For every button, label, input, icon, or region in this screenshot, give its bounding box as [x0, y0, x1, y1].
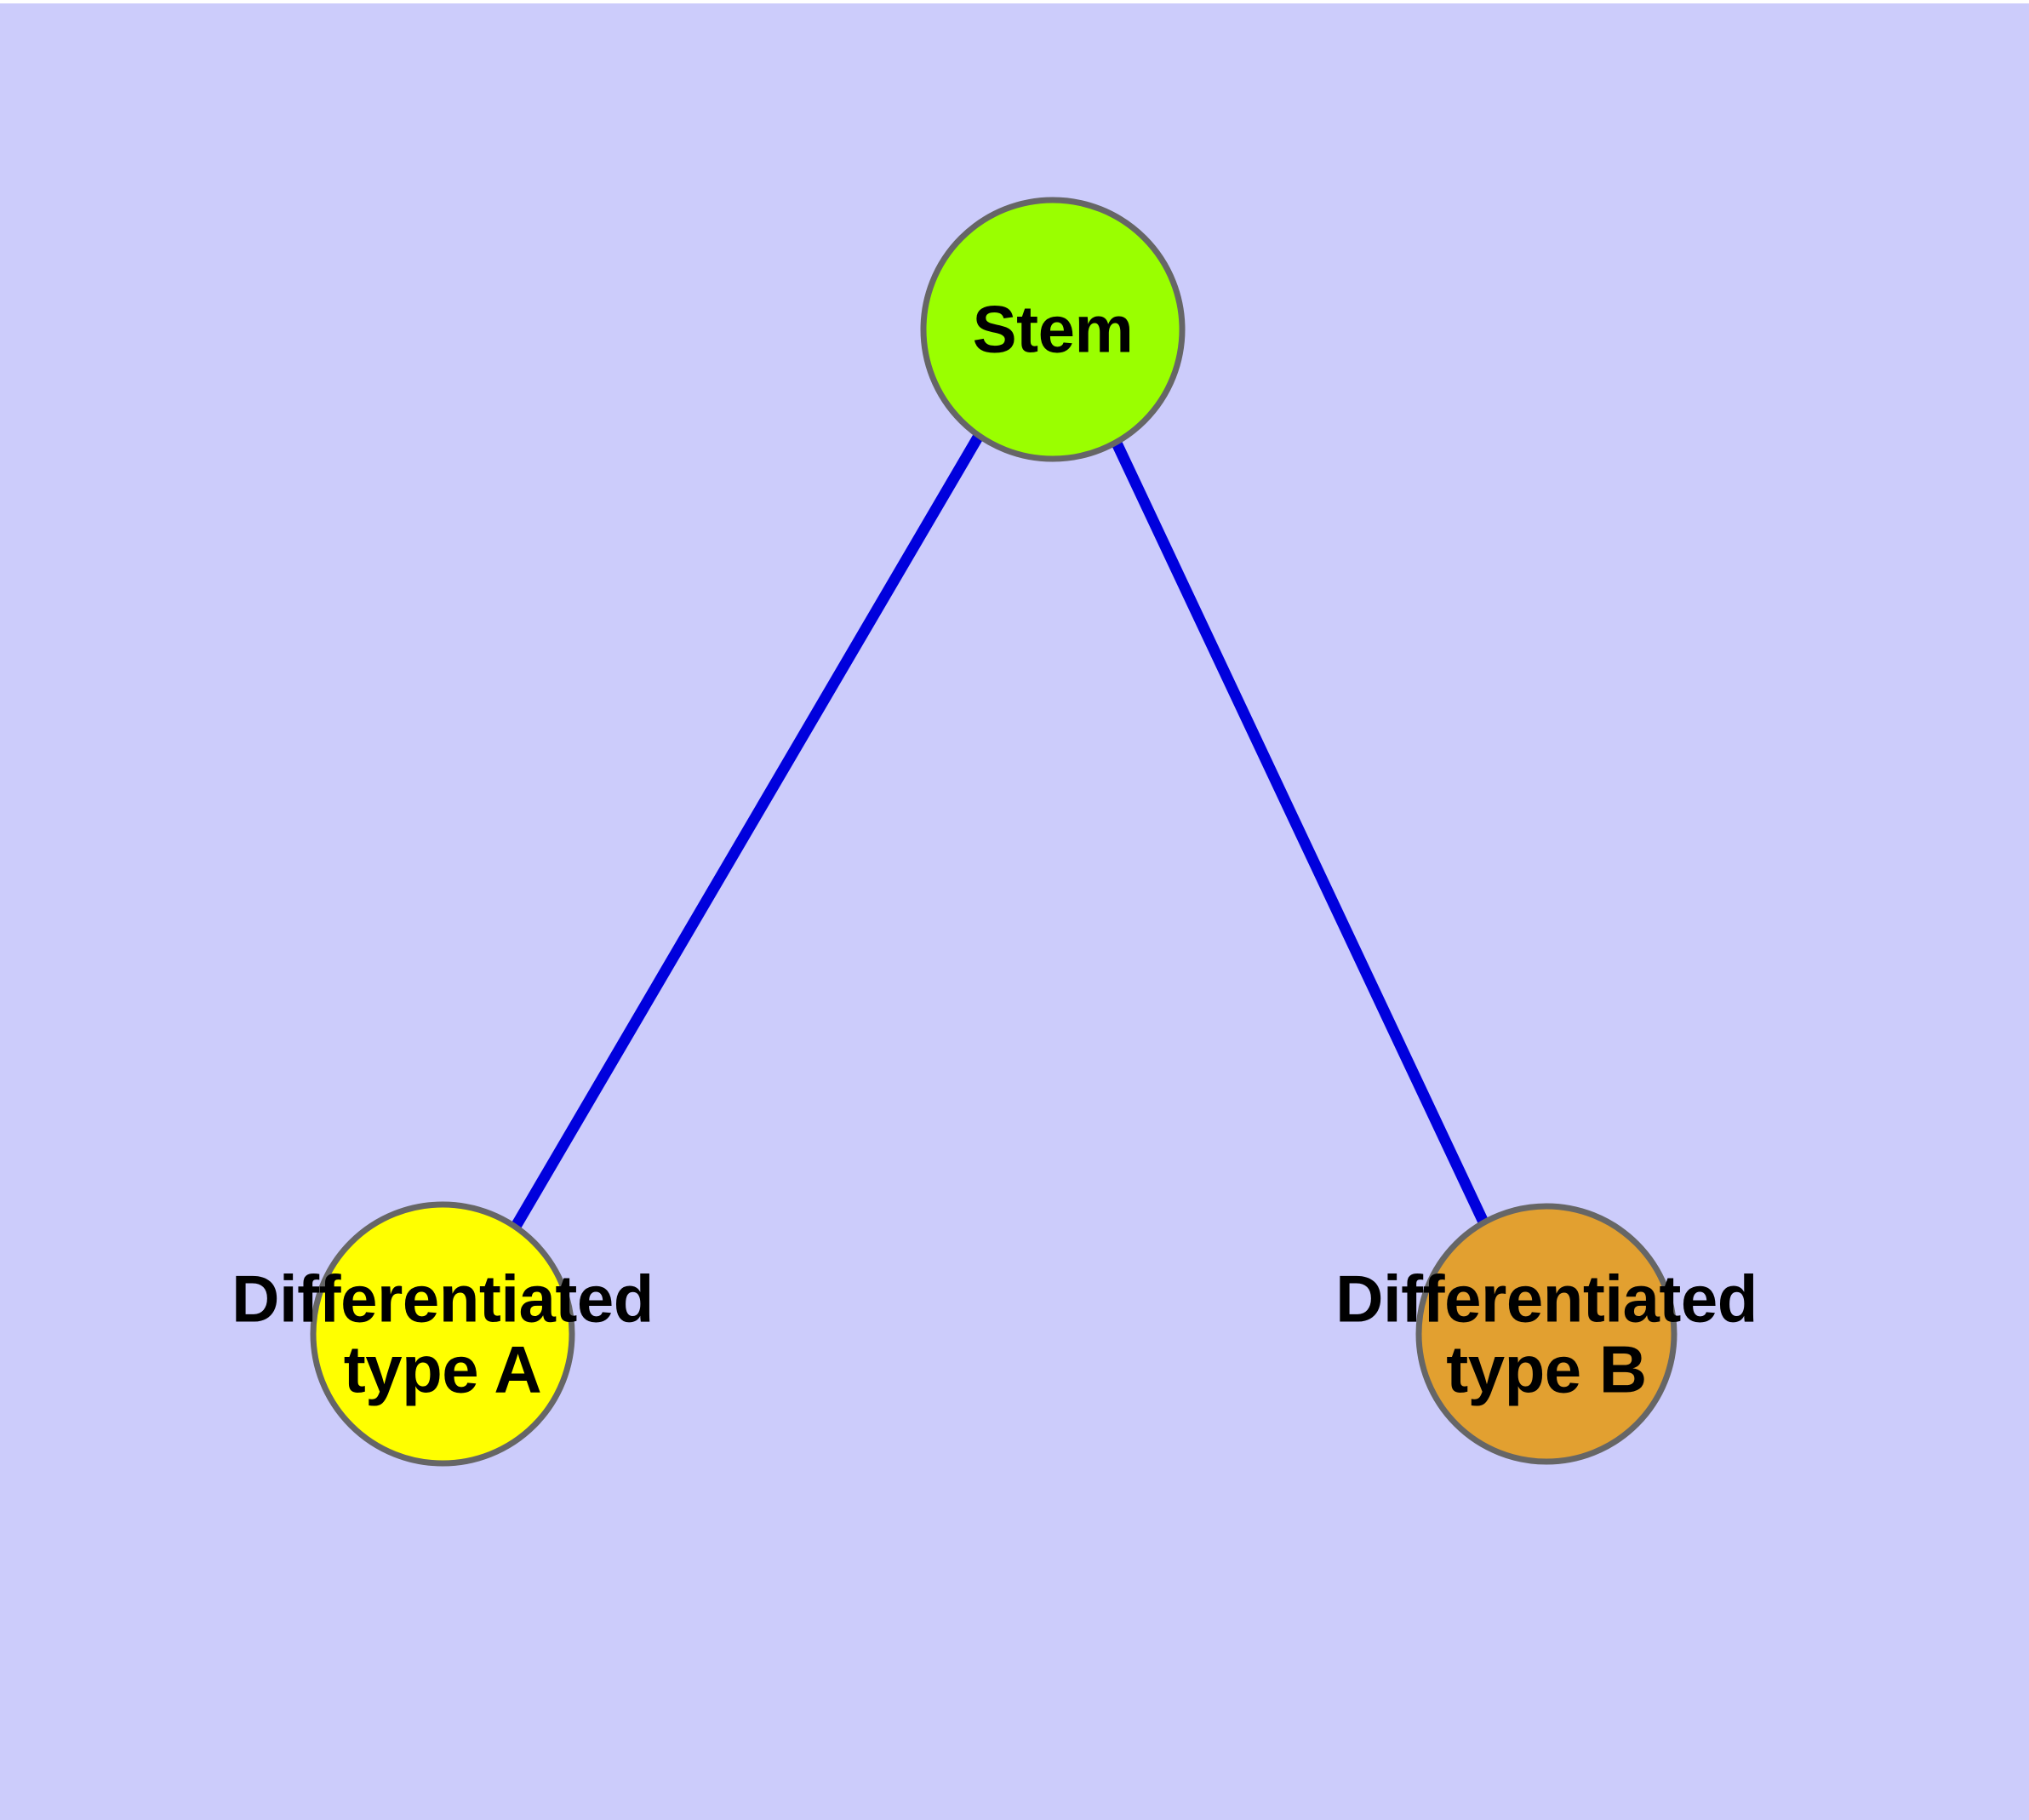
node-layer [310, 197, 1677, 1467]
graph-svg [310, 197, 1677, 1467]
edge-layer [509, 432, 1492, 1233]
node-circle-diff-b[interactable] [1415, 1203, 1677, 1465]
edge-stem-to-differentiated-type-b[interactable] [1108, 433, 1492, 1232]
diagram-canvas: Differentiated type A Differentiated typ… [0, 3, 2029, 1820]
edge-stem-to-differentiated-type-a[interactable] [509, 432, 984, 1233]
node-circle-diff-a[interactable] [310, 1201, 575, 1467]
node-circle-stem[interactable] [920, 197, 1186, 462]
